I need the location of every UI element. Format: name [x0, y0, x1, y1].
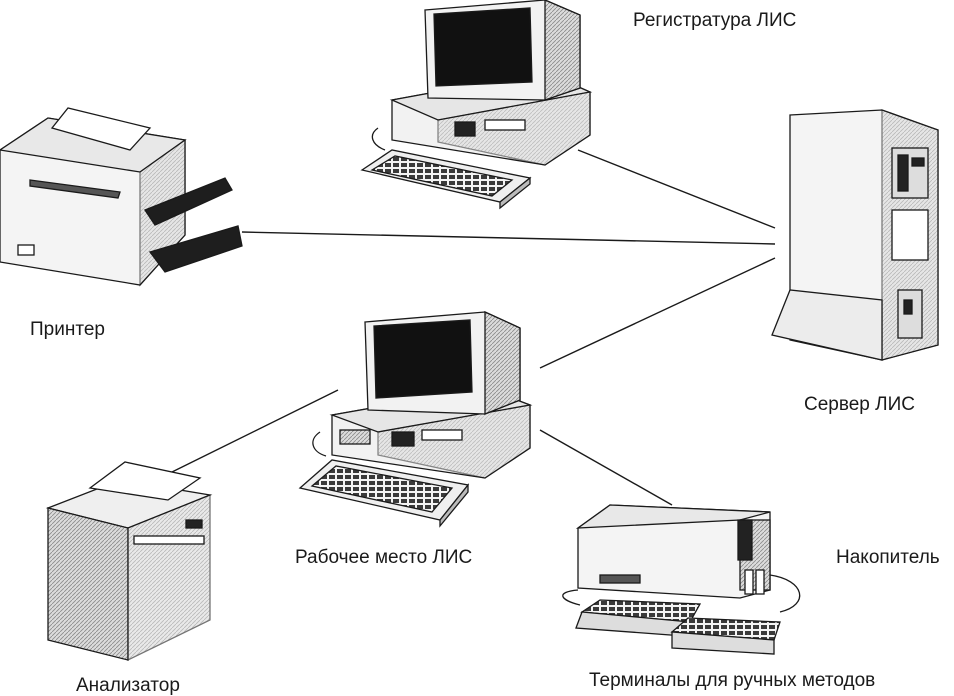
- keypad-terminals: [575, 599, 781, 655]
- analyzer-device: [45, 461, 213, 662]
- link-workstation-storage: [539, 429, 673, 506]
- label-printer: Принтер: [30, 319, 105, 340]
- label-terminals: Терминалы для ручных методов: [589, 670, 876, 691]
- label-registry: Регистратура ЛИС: [633, 10, 797, 31]
- link-registry-server: [577, 149, 776, 229]
- link-workstation-server: [539, 257, 776, 369]
- connection-lines: [171, 149, 776, 506]
- label-server: Сервер ЛИС: [804, 394, 915, 415]
- label-workstation: Рабочее место ЛИС: [295, 547, 473, 568]
- label-analyzer: Анализатор: [76, 675, 180, 696]
- server-tower: [771, 109, 939, 361]
- link-printer-server: [241, 231, 776, 245]
- label-storage: Накопитель: [836, 547, 940, 568]
- link-workstation-analyzer: [171, 389, 339, 473]
- registry-computer: [360, 0, 593, 210]
- storage-unit: [562, 504, 801, 613]
- printer-device: [0, 107, 243, 287]
- workstation-computer: [298, 310, 533, 528]
